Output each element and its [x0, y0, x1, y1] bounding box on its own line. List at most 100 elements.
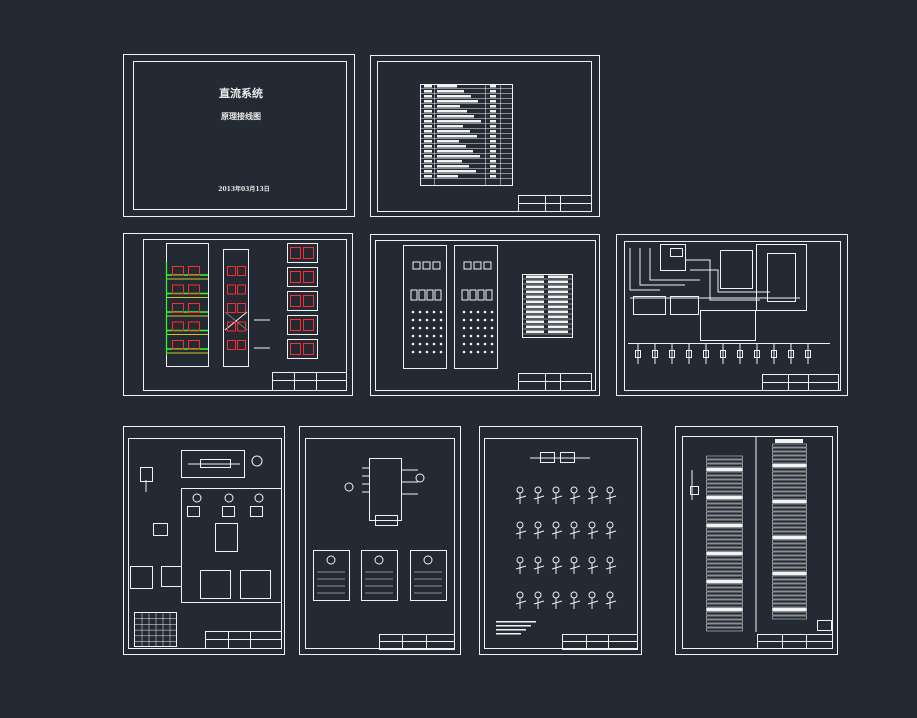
- detail-module: [303, 247, 314, 259]
- terminal: [706, 599, 743, 604]
- branch-switch: [587, 565, 599, 570]
- terminal: [706, 479, 743, 484]
- branch-breaker: [552, 486, 560, 494]
- terminal: [706, 615, 743, 620]
- index-cell: [437, 90, 464, 93]
- panel-a: [403, 245, 447, 369]
- index-cell: [424, 170, 432, 173]
- panel-b: [454, 245, 498, 369]
- index-cell: [424, 155, 432, 158]
- index-cell: [490, 105, 496, 108]
- index-cell: [490, 125, 496, 128]
- module-detail-column: [287, 243, 318, 359]
- terminal: [706, 483, 743, 488]
- terminal: [772, 563, 807, 568]
- indicator-lamp: [432, 318, 436, 322]
- breaker: [434, 289, 442, 301]
- terminal: [772, 607, 807, 612]
- detail-frame: [287, 243, 318, 263]
- terminal: [772, 535, 807, 540]
- device-cell: [526, 320, 544, 323]
- detail-frame: [287, 339, 318, 359]
- cover-title: 直流系统: [219, 86, 263, 100]
- branch-breaker: [534, 556, 542, 564]
- branch-switch: [605, 600, 617, 605]
- panel-a-devices: [410, 261, 443, 354]
- meter: [412, 261, 421, 270]
- indicator-lamp: [476, 350, 480, 354]
- terminal: [772, 495, 807, 500]
- branch-breaker: [552, 591, 560, 599]
- sheet-main-schematic[interactable]: [616, 234, 848, 396]
- terminal: [772, 567, 807, 572]
- terminal: [706, 559, 743, 564]
- terminal: [706, 515, 743, 520]
- sheet-monitor-wiring[interactable]: [299, 426, 461, 655]
- indicator-lamp: [418, 318, 422, 322]
- sheet-panel-front[interactable]: [370, 234, 600, 396]
- indicator-lamp: [432, 310, 436, 314]
- detail-module: [303, 295, 314, 307]
- device-cell: [548, 305, 568, 308]
- terminal: [706, 611, 743, 616]
- branch-breaker: [534, 521, 542, 529]
- sheet-branch-circuits[interactable]: [479, 426, 642, 655]
- branch-breaker: [516, 486, 524, 494]
- index-cell: [437, 155, 480, 158]
- index-cell: [424, 110, 432, 113]
- sheet-cabinet-layout[interactable]: [123, 233, 353, 396]
- branch-breaker: [534, 591, 542, 599]
- cover-subtitle: 原理接线图: [221, 111, 261, 121]
- indicator-lamp: [490, 326, 494, 330]
- indicator-lamp: [469, 310, 473, 314]
- terminal: [772, 551, 807, 556]
- index-cell: [437, 115, 474, 118]
- terminal: [706, 555, 743, 560]
- feeder-fuse: [686, 350, 692, 358]
- module-outline: [188, 266, 200, 276]
- index-cell: [437, 165, 469, 168]
- sheet-cover[interactable]: 直流系统 原理接线图 2013年03月13日: [123, 54, 355, 217]
- index-cell: [424, 95, 432, 98]
- terminal: [772, 503, 807, 508]
- sheet-control-wiring[interactable]: [123, 426, 285, 655]
- indicator-lamp: [483, 318, 487, 322]
- indicator-lamp: [490, 350, 494, 354]
- device-cell: [526, 305, 544, 308]
- index-cell: [437, 85, 457, 88]
- index-cell: [424, 130, 432, 133]
- feeder-fuse: [635, 350, 641, 358]
- terminal: [772, 615, 807, 620]
- indicator-lamp: [432, 342, 436, 346]
- breaker: [418, 289, 426, 301]
- terminal: [772, 475, 807, 480]
- index-cell: [424, 90, 432, 93]
- panel-b-devices: [461, 261, 494, 354]
- index-cell: [424, 120, 432, 123]
- terminal: [706, 475, 743, 480]
- sheet-terminal-strip[interactable]: [675, 426, 838, 655]
- indicator-lamp: [425, 342, 429, 346]
- detail-frame: [287, 291, 318, 311]
- index-cell: [424, 150, 432, 153]
- note-line: [496, 629, 526, 631]
- meter: [432, 261, 441, 270]
- device-cell: [548, 330, 568, 333]
- branch-switch: [569, 565, 581, 570]
- notes-text-lines: [496, 621, 536, 635]
- index-cell: [437, 150, 473, 153]
- index-cell: [424, 100, 432, 103]
- device-cell: [548, 275, 568, 278]
- meter: [483, 261, 492, 270]
- terminal: [772, 455, 807, 460]
- device-cell: [548, 320, 568, 323]
- indicator-lamp: [418, 310, 422, 314]
- sheet-index[interactable]: [370, 55, 600, 217]
- indicator-lamp: [411, 334, 415, 338]
- terminal: [706, 587, 743, 592]
- monitor-terminals: [317, 571, 442, 594]
- module-outline: [227, 266, 236, 276]
- cabinet-side-modules: [227, 266, 246, 350]
- indicator-lamp: [490, 342, 494, 346]
